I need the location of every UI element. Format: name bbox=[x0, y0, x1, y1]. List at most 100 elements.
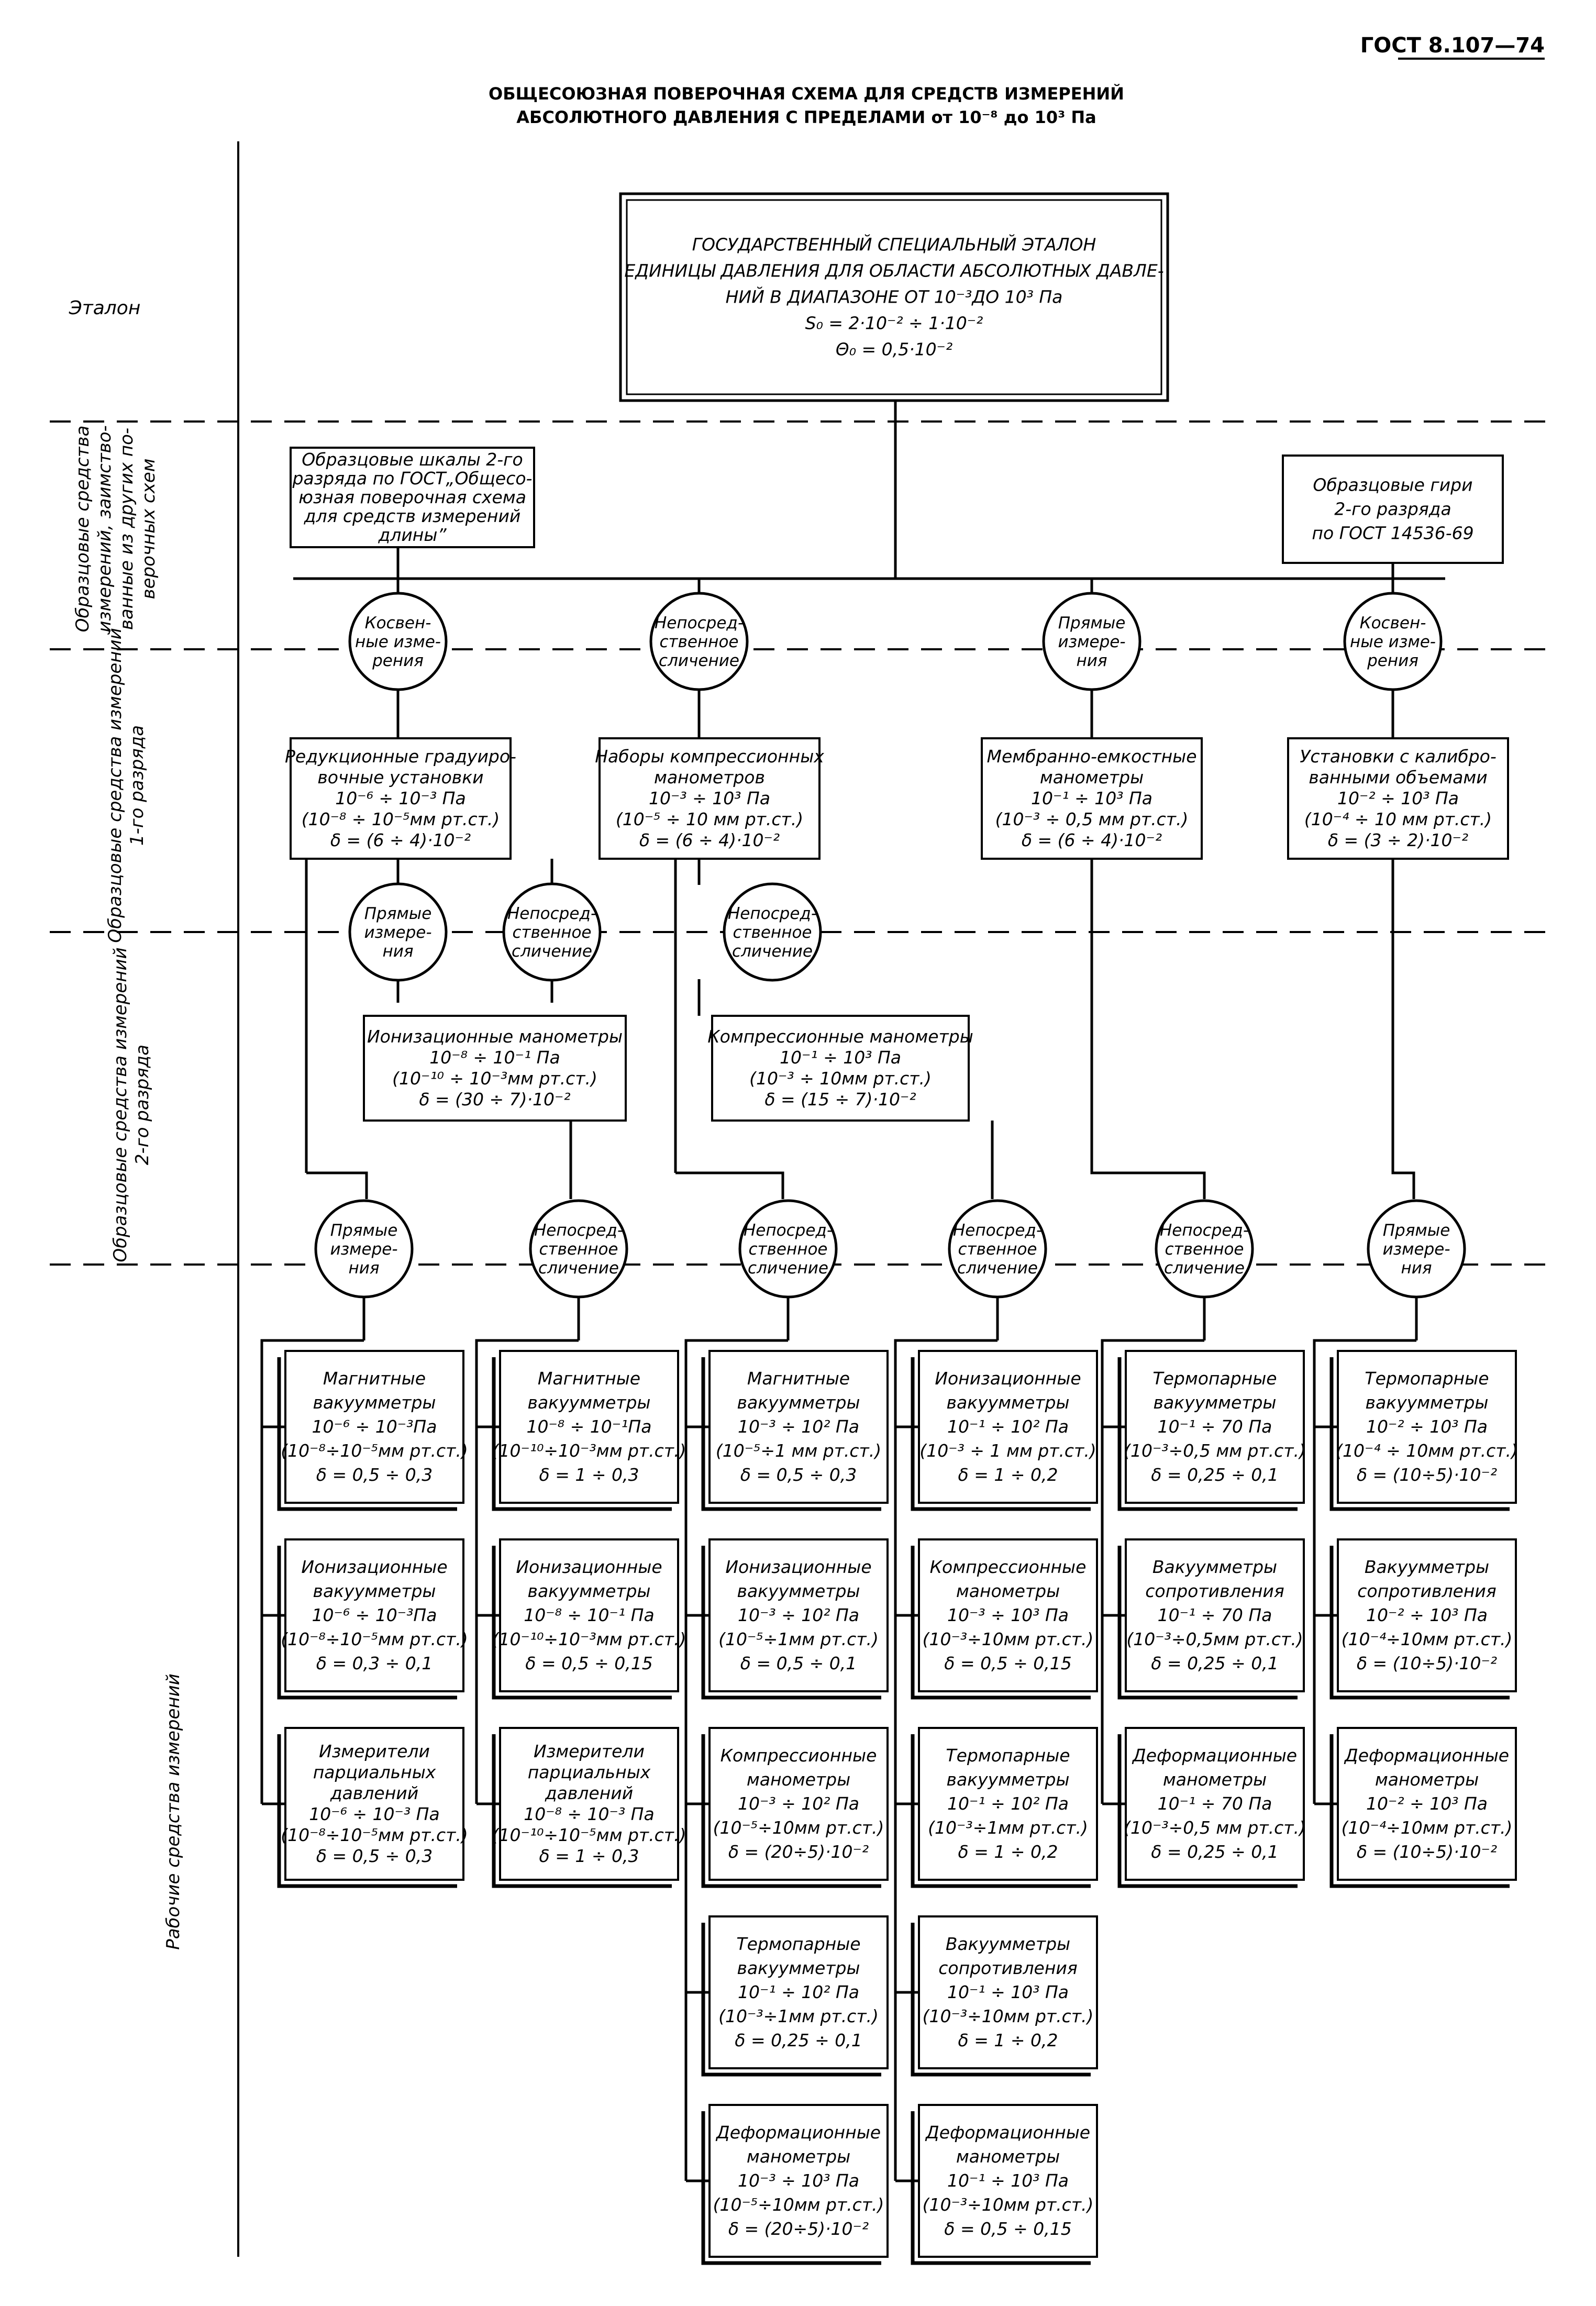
working-box-c6-r2-frame bbox=[1337, 1538, 1517, 1692]
working-box-c2-r3-line-2: парциальных bbox=[528, 1762, 651, 1782]
rank1-box-3-line-5: δ = (6 ÷ 4)·10⁻² bbox=[1022, 830, 1162, 850]
rank1-box-2-line-4: (10⁻⁵ ÷ 10 мм рт.ст.) bbox=[616, 809, 803, 829]
working-box-c3-r2-line-1: Ионизационные bbox=[725, 1557, 871, 1577]
working-box-c4-r1-line-4: (10⁻³ ÷ 1 мм рт.ст.) bbox=[919, 1440, 1096, 1461]
working-box-c4-r5-line-2: манометры bbox=[956, 2146, 1060, 2167]
working-col1-trunk bbox=[260, 1339, 364, 1804]
working-box-c1-r1-line-1: Магнитные bbox=[323, 1368, 426, 1389]
working-box-c1-r3-line-2: парциальных bbox=[313, 1762, 436, 1782]
working-box-c2-r1-shadow bbox=[492, 1357, 672, 1511]
working-box-c6-r1-line-2: вакуумметры bbox=[1366, 1392, 1489, 1413]
working-box-c1-r3-line-3: давлений bbox=[330, 1783, 418, 1803]
rank1-box-3-line-3: 10⁻¹ ÷ 10³ Па bbox=[1031, 788, 1152, 808]
working-box-c4-r2-line-1: Компрессионные bbox=[930, 1557, 1087, 1577]
etalon-box-inner-frame bbox=[626, 199, 1162, 395]
working-box-c3-r5-shadow bbox=[701, 2111, 881, 2265]
working-box-c4-r3-line-1: Термопарные bbox=[946, 1745, 1070, 1766]
method-working-5-line-3: сличение bbox=[1164, 1259, 1245, 1278]
category-working: Рабочие средства измерений bbox=[163, 1673, 184, 1950]
etalon-box-line-3: НИЙ В ДИАПАЗОНЕ ОТ 10⁻³ДО 10³ Па bbox=[726, 286, 1063, 307]
working-col3-trunk bbox=[684, 1339, 788, 2181]
working-box-c5-r2-shadow bbox=[1117, 1546, 1298, 1700]
working-box-c2-r3-line-6: δ = 1 ÷ 0,3 bbox=[539, 1846, 639, 1866]
working-box-c5-r2-line-2: сопротивления bbox=[1145, 1581, 1284, 1601]
rank1-box-2-line-2: манометров bbox=[654, 767, 765, 788]
category-rank2-line-1: Образцовые средства измерений bbox=[110, 947, 131, 1262]
method-working-1-line-2: измере- bbox=[330, 1240, 397, 1259]
method-direct-1-line-3: ния bbox=[1076, 651, 1107, 670]
working-box-c4-r3-line-3: 10⁻¹ ÷ 10² Па bbox=[947, 1793, 1069, 1814]
working-box-c3-r3-line-2: манометры bbox=[747, 1769, 850, 1790]
working-box-c3-r5-line-1: Деформационные bbox=[715, 2122, 881, 2143]
working-box-c5-r3-line-4: (10⁻³÷0,5 мм рт.ст.) bbox=[1124, 1817, 1306, 1838]
method-working-2-line-1: Непосред- bbox=[534, 1221, 623, 1240]
rank1-box-1-line-1: Редукционные градуиро- bbox=[285, 746, 516, 767]
category-working-line-1: Рабочие средства измерений bbox=[163, 1673, 184, 1950]
method-direct-2-outline bbox=[348, 882, 448, 982]
working-box-c2-r3-line-3: давлений bbox=[545, 1783, 633, 1803]
working-box-c6-r1-line-4: (10⁻⁴ ÷ 10мм рт.ст.) bbox=[1336, 1440, 1518, 1461]
rank1c-to-working5 bbox=[1090, 859, 1206, 1199]
working-box-c6-r2-line-1: Вакуумметры bbox=[1365, 1557, 1489, 1577]
method-direct-compare-3-line-2: ственное bbox=[733, 923, 812, 942]
method-working-3-outline bbox=[738, 1199, 838, 1299]
working-box-c2-r1-line-2: вакуумметры bbox=[528, 1392, 651, 1413]
working-box-c2-r3-line-4: 10⁻⁸ ÷ 10⁻³ Па bbox=[524, 1804, 654, 1824]
borrowed-scales-box-frame bbox=[290, 447, 535, 548]
method-working-6-line-2: измере- bbox=[1382, 1240, 1450, 1259]
category-rank2-line-2: 2-го разряда bbox=[132, 1045, 153, 1165]
working-box-c1-r3-line-4: 10⁻⁶ ÷ 10⁻³ Па bbox=[309, 1804, 439, 1824]
rank1-box-1-line-2: вочные установки bbox=[317, 767, 483, 788]
working-box-c6-r3-line-5: δ = (10÷5)·10⁻² bbox=[1357, 1842, 1497, 1862]
working-box-c4-r1-line-1: Ионизационные bbox=[935, 1368, 1081, 1389]
working-box-c3-r2-line-5: δ = 0,5 ÷ 0,1 bbox=[740, 1653, 857, 1673]
working-box-c2-r2-line-2: вакуумметры bbox=[528, 1581, 651, 1601]
working-box-c3-r5-frame bbox=[708, 2104, 889, 2258]
method-direct-compare-2-outline bbox=[502, 882, 602, 982]
rank2-box-2-frame bbox=[711, 1015, 970, 1122]
method-indirect-2-line-1: Косвен- bbox=[1360, 614, 1426, 633]
rank1-box-1-line-5: δ = (6 ÷ 4)·10⁻² bbox=[330, 830, 471, 850]
working-box-c2-r1-line-4: (10⁻¹⁰÷10⁻³мм рт.ст.) bbox=[492, 1440, 686, 1461]
working-box-c3-r2-shadow bbox=[701, 1546, 881, 1700]
working-box-c5-r2-line-3: 10⁻¹ ÷ 70 Па bbox=[1158, 1605, 1272, 1625]
working-box-c5-r3-line-1: Деформационные bbox=[1132, 1745, 1297, 1766]
method-direct-compare-3-outline bbox=[723, 882, 822, 982]
method-indirect-2-line-2: ные изме- bbox=[1350, 633, 1436, 651]
method-direct-2-line-1: Прямые bbox=[364, 904, 432, 923]
working-box-c3-r4-frame bbox=[708, 1915, 889, 2069]
working-box-c6-r2-line-4: (10⁻⁴÷10мм рт.ст.) bbox=[1342, 1629, 1513, 1649]
borrowed-weights-box-line-3: по ГОСТ 14536-69 bbox=[1312, 523, 1473, 544]
working-box-c3-r4-line-1: Термопарные bbox=[736, 1934, 860, 1954]
scheme-title-line-2: АБСОЛЮТНОГО ДАВЛЕНИЯ С ПРЕДЕЛАМИ от 10⁻⁸… bbox=[516, 107, 1096, 127]
method-direct-1-line-1: Прямые bbox=[1058, 614, 1126, 633]
method-direct-compare-2-line-1: Непосред- bbox=[507, 904, 596, 923]
working-col4-trunk bbox=[894, 1339, 997, 2181]
working-box-c6-r1-line-5: δ = (10÷5)·10⁻² bbox=[1357, 1465, 1497, 1485]
working-box-c1-r3-line-1: Измерители bbox=[319, 1741, 430, 1761]
working-box-c3-r3-line-5: δ = (20÷5)·10⁻² bbox=[728, 1842, 869, 1862]
working-box-c4-r3-line-4: (10⁻³÷1мм рт.ст.) bbox=[928, 1817, 1088, 1838]
working-box-c5-r3-line-3: 10⁻¹ ÷ 70 Па bbox=[1158, 1793, 1272, 1814]
borrowed-scales-box-line-3: юзная поверочная схема bbox=[298, 487, 526, 507]
method-direct-compare-2-line-3: сличение bbox=[512, 942, 592, 961]
method-working-4-line-2: ственное bbox=[958, 1240, 1037, 1259]
method-working-5-line-1: Непосред- bbox=[1160, 1221, 1249, 1240]
working-box-c6-r1-shadow bbox=[1329, 1357, 1510, 1511]
working-box-c4-r5-line-3: 10⁻¹ ÷ 10³ Па bbox=[947, 2170, 1069, 2191]
method-working-3-line-3: сличение bbox=[748, 1259, 828, 1278]
working-box-c6-r3-frame bbox=[1337, 1727, 1517, 1881]
method-indirect-1-line-1: Косвен- bbox=[365, 614, 431, 633]
working-box-c6-r3-line-2: манометры bbox=[1375, 1769, 1479, 1790]
